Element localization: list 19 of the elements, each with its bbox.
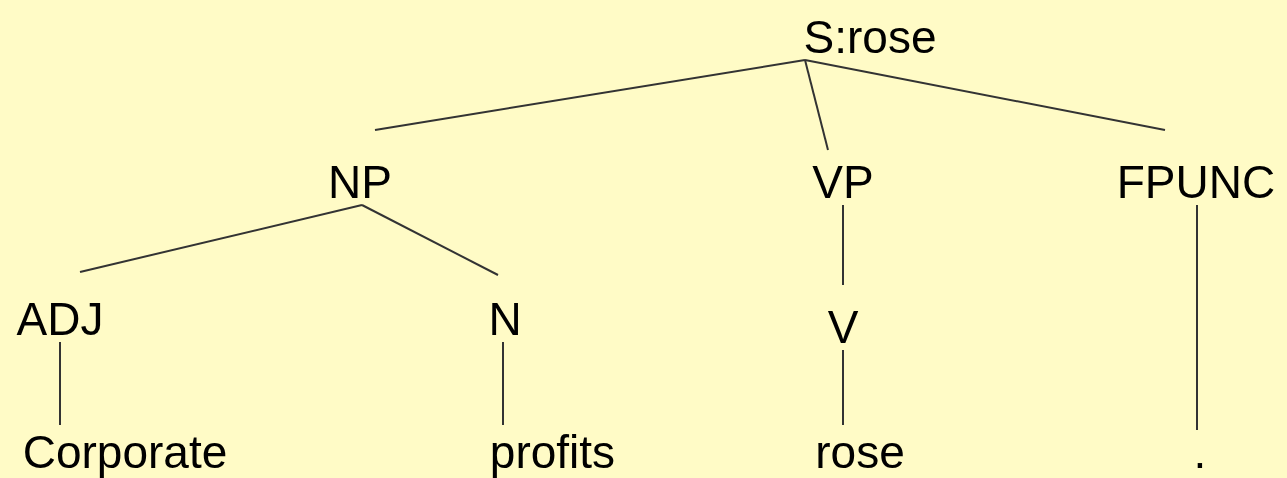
tree-branch-line <box>59 341 61 426</box>
tree-branch-line <box>374 59 806 131</box>
tree-branch-line <box>79 204 363 273</box>
tree-node-label: . <box>1193 429 1207 475</box>
tree-branch-line <box>842 349 844 426</box>
tree-node-label: rose <box>815 429 905 475</box>
tree-branch-line <box>1196 204 1198 431</box>
tree-branch-line <box>502 341 504 426</box>
tree-branch-line <box>804 59 1166 131</box>
tree-node-label: VP <box>812 159 874 205</box>
tree-node-label: V <box>827 304 859 350</box>
tree-branch-line <box>804 59 829 151</box>
tree-node-label: S:rose <box>803 14 937 60</box>
tree-node-label: FPUNC <box>1116 159 1276 205</box>
tree-node-label: ADJ <box>16 296 104 342</box>
tree-node-label: N <box>488 296 522 342</box>
tree-branch-line <box>361 204 499 276</box>
tree-node-label: NP <box>328 159 392 205</box>
tree-branch-line <box>842 204 844 286</box>
